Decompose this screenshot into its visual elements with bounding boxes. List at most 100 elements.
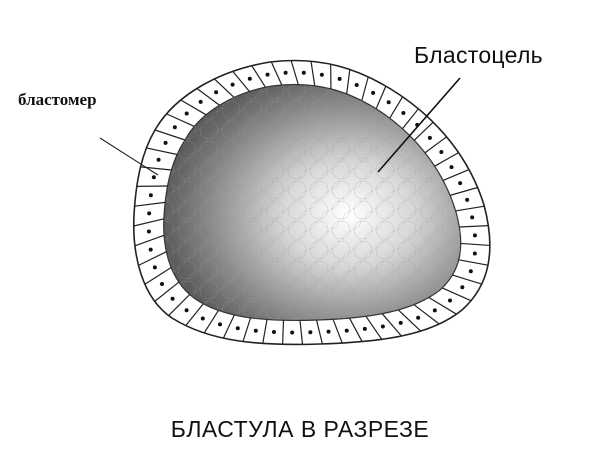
cell-nucleus — [380, 324, 385, 329]
cavity-texture — [163, 84, 461, 321]
cell-wall — [460, 242, 490, 247]
cell-nucleus — [301, 70, 306, 75]
cell-nucleus — [200, 316, 205, 321]
cell-nucleus — [247, 76, 252, 81]
cell-nucleus — [148, 247, 153, 252]
cell-nucleus — [184, 308, 189, 313]
blastocoel-label: Бластоцель — [414, 42, 543, 68]
cell-nucleus — [432, 308, 437, 313]
diagram-caption: БЛАСТУЛА В РАЗРЕЗЕ — [170, 416, 430, 442]
cell-nucleus — [468, 269, 473, 274]
cell-nucleus — [326, 329, 331, 334]
cell-wall — [381, 313, 402, 337]
cell-nucleus — [156, 157, 161, 162]
cell-wall — [375, 85, 387, 110]
cell-nucleus — [439, 149, 444, 154]
cell-nucleus — [214, 90, 219, 95]
cell-nucleus — [344, 328, 349, 333]
cell-wall — [332, 319, 343, 344]
cell-wall — [346, 69, 351, 94]
cell-wall — [251, 65, 266, 88]
cell-nucleus — [362, 326, 367, 331]
blastocoel-pointer-line — [377, 77, 461, 173]
cell-nucleus — [151, 175, 156, 180]
cell-wall — [315, 319, 323, 345]
cell-wall — [449, 186, 478, 196]
cell-wall — [428, 297, 457, 315]
cell-nucleus — [460, 285, 465, 290]
cell-wall — [299, 320, 304, 345]
cell-nucleus — [448, 298, 453, 303]
cell-nucleus — [170, 296, 175, 301]
cell-wall — [442, 169, 470, 181]
cell-nucleus — [271, 330, 276, 335]
cell-nucleus — [386, 100, 391, 105]
cell-wall — [397, 309, 422, 332]
cell-wall — [424, 136, 447, 154]
cell-nucleus — [235, 326, 240, 331]
cell-nucleus — [465, 197, 470, 202]
cell-wall — [459, 225, 489, 228]
cell-nucleus — [218, 322, 223, 327]
cell-wall — [455, 205, 485, 212]
cell-wall — [413, 121, 434, 141]
cell-nucleus — [198, 99, 203, 104]
cell-wall — [180, 99, 207, 116]
cell-nucleus — [163, 140, 168, 145]
cell-nucleus — [416, 315, 421, 320]
cell-wall — [262, 319, 268, 344]
cell-nucleus — [371, 90, 376, 95]
cell-wall — [434, 152, 459, 167]
cell-wall — [413, 304, 440, 325]
cell-wall — [401, 108, 419, 130]
cell-wall — [242, 317, 252, 342]
cell-wall — [310, 61, 316, 86]
cell-wall — [168, 294, 191, 317]
cell-nucleus — [472, 233, 477, 238]
cell-wall — [389, 96, 404, 119]
cell-nucleus — [184, 111, 189, 116]
cell-nucleus — [146, 229, 151, 234]
cell-wall — [222, 314, 235, 339]
cell-wall — [361, 76, 369, 101]
cell-nucleus — [230, 82, 235, 87]
cell-wall — [154, 281, 180, 302]
blastomere-label: бластомер — [18, 90, 97, 109]
cell-wall — [166, 113, 195, 127]
cell-nucleus — [427, 135, 432, 140]
cell-wall — [282, 320, 285, 345]
cell-wall — [196, 87, 220, 106]
cell-wall — [144, 266, 172, 285]
cell-nucleus — [290, 330, 295, 335]
cell-nucleus — [152, 265, 157, 270]
blastomere-cell-layer — [133, 60, 490, 345]
cell-nucleus — [470, 215, 475, 220]
cell-wall — [203, 310, 219, 334]
cell-wall — [134, 234, 165, 247]
cell-nucleus — [283, 70, 288, 75]
cell-wall — [133, 218, 164, 227]
cell-wall — [270, 61, 283, 86]
cell-wall — [213, 78, 235, 98]
cell-nucleus — [319, 72, 324, 77]
cell-nucleus — [148, 193, 153, 198]
cell-wall — [185, 303, 204, 326]
cell-wall — [441, 287, 472, 302]
cell-wall — [290, 60, 299, 85]
cell-wall — [154, 129, 186, 141]
cell-nucleus — [398, 320, 403, 325]
cell-nucleus — [337, 76, 342, 81]
cell-nucleus — [253, 328, 258, 333]
cell-wall — [138, 251, 167, 266]
cell-wall — [146, 147, 178, 156]
cell-nucleus — [172, 125, 177, 130]
cell-nucleus — [472, 251, 477, 256]
cell-nucleus — [354, 82, 359, 87]
cell-wall — [452, 274, 482, 285]
cell-wall — [348, 317, 363, 342]
cell-wall — [365, 315, 383, 340]
cell-wall — [458, 259, 489, 266]
cell-nucleus — [160, 282, 165, 287]
